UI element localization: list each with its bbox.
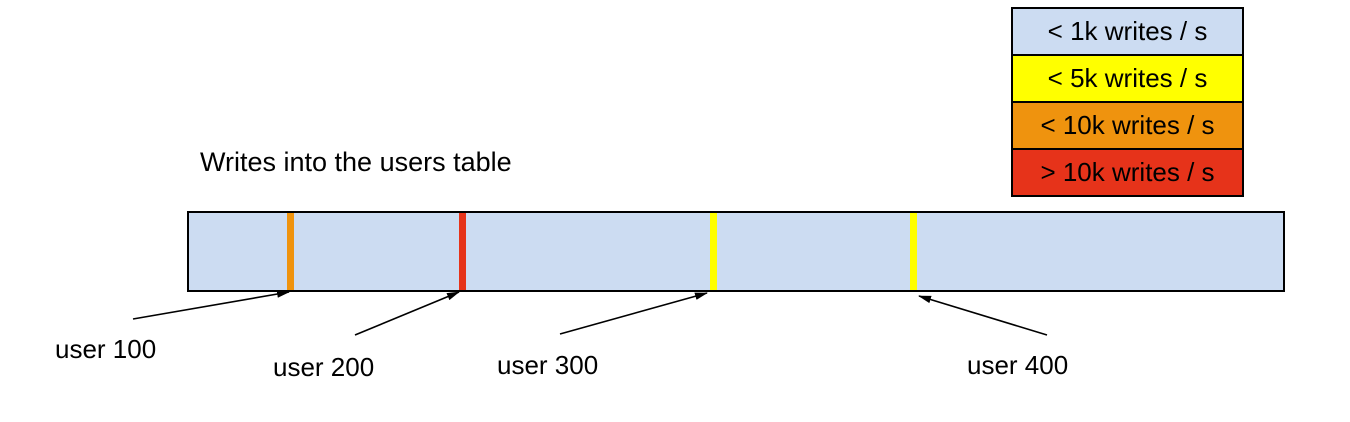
- callout-label-user-400: user 400: [967, 350, 1069, 380]
- arrow-user-200: [354, 291, 460, 336]
- legend-item-label: < 5k writes / s: [1047, 63, 1208, 93]
- write-hotspot-marker-user-300: [709, 213, 717, 290]
- legend-item-gt-10k: > 10k writes / s: [1013, 150, 1242, 195]
- arrow-user-100: [132, 290, 290, 320]
- legend-item-lt-1k: < 1k writes / s: [1013, 9, 1242, 56]
- legend-item-label: > 10k writes / s: [1040, 157, 1215, 187]
- legend-item-lt-10k: < 10k writes / s: [1013, 103, 1242, 150]
- legend-item-lt-5k: < 5k writes / s: [1013, 56, 1242, 103]
- diagram-title: Writes into the users table: [200, 147, 512, 177]
- users-table-band: [187, 211, 1285, 292]
- callout-label-user-100: user 100: [55, 334, 157, 364]
- write-hotspot-marker-user-400: [909, 213, 917, 290]
- arrow-user-300: [559, 292, 708, 335]
- callout-label-user-200: user 200: [273, 352, 375, 382]
- callout-label-user-300: user 300: [497, 350, 599, 380]
- write-hotspot-marker-user-200: [459, 213, 467, 290]
- legend: < 1k writes / s < 5k writes / s < 10k wr…: [1011, 7, 1244, 197]
- arrow-user-400: [918, 295, 1048, 336]
- legend-item-label: < 10k writes / s: [1040, 110, 1215, 140]
- legend-item-label: < 1k writes / s: [1047, 16, 1208, 46]
- write-hotspot-marker-user-100: [287, 213, 295, 290]
